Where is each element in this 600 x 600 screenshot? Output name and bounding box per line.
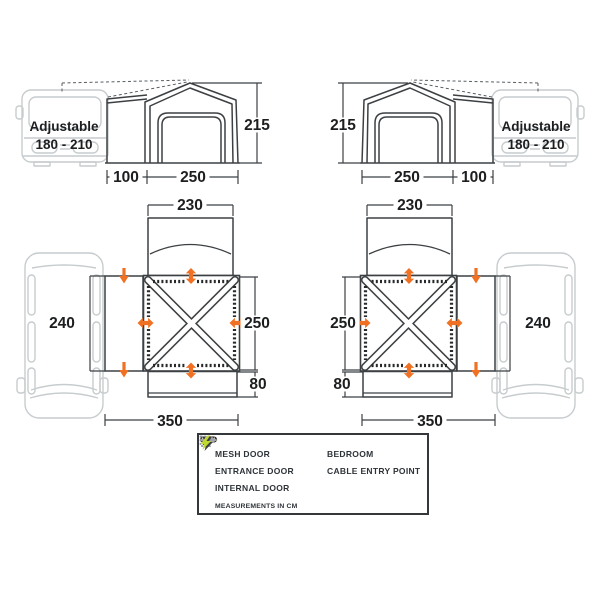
legend-label: INTERNAL DOOR bbox=[215, 482, 290, 493]
tunnel-width-dimension: 100 bbox=[461, 169, 487, 186]
awning-depth-dimension: 250 bbox=[330, 315, 356, 332]
total-width-dimension: 350 bbox=[417, 413, 443, 430]
legend-label: ENTRANCE DOOR bbox=[215, 465, 294, 476]
total-width-dimension: 350 bbox=[157, 413, 183, 430]
height-dimension: 215 bbox=[330, 117, 356, 134]
legend-item-bedroom: BEDROOM bbox=[199, 435, 427, 462]
bedroom-width-dimension: 230 bbox=[397, 197, 423, 214]
legend-label: BEDROOM bbox=[327, 448, 374, 459]
cable-entry-point-icon bbox=[200, 435, 213, 451]
tunnel-length-dimension: 240 bbox=[525, 315, 551, 332]
legend-label: CABLE ENTRY POINT bbox=[327, 465, 421, 476]
canopy-depth-dimension: 80 bbox=[333, 376, 350, 393]
awning-depth-dimension: 250 bbox=[244, 315, 270, 332]
awning-width-dimension: 250 bbox=[394, 169, 420, 186]
legend-item-cable-entry: CABLE ENTRY POINT bbox=[200, 435, 427, 479]
bedroom-width-dimension: 230 bbox=[177, 197, 203, 214]
awning-width-dimension: 250 bbox=[180, 169, 206, 186]
legend-label: MESH DOOR bbox=[215, 448, 271, 459]
canopy-depth-dimension: 80 bbox=[249, 376, 266, 393]
legend-item-internal-door: INTERNAL DOOR bbox=[200, 436, 327, 496]
adjustable-range-label: 180 - 210 bbox=[507, 137, 564, 152]
tunnel-width-dimension: 100 bbox=[113, 169, 139, 186]
adjustable-height-label: Adjustable bbox=[501, 119, 571, 134]
label-backings bbox=[45, 117, 555, 429]
height-dimension: 215 bbox=[244, 117, 270, 134]
adjustable-range-label: 180 - 210 bbox=[35, 137, 92, 152]
legend-item-mesh-door: MESH DOOR bbox=[200, 436, 327, 462]
measurements-note: MEASUREMENTS IN CM bbox=[215, 503, 298, 510]
legend-item-entrance-door: ENTRANCE DOOR bbox=[200, 436, 327, 479]
tunnel-length-dimension: 240 bbox=[49, 315, 75, 332]
legend-box: MESH DOOR ENTRANCE DOOR INTERNAL DOOR ME… bbox=[197, 433, 429, 515]
adjustable-height-label: Adjustable bbox=[29, 119, 99, 134]
